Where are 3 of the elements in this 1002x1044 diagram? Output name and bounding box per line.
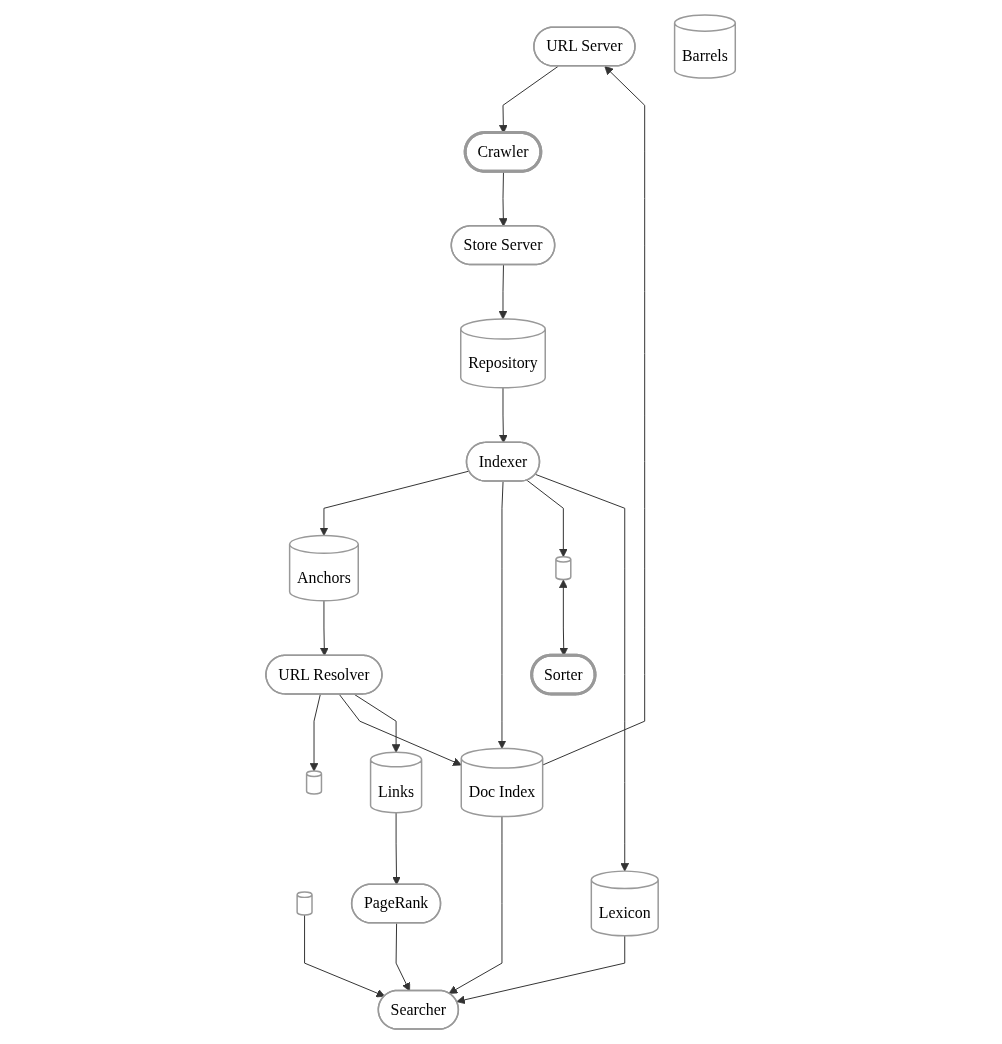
node-cylinder (555, 555, 572, 581)
node-cylinder (306, 770, 323, 795)
node-cylinder (296, 891, 314, 916)
